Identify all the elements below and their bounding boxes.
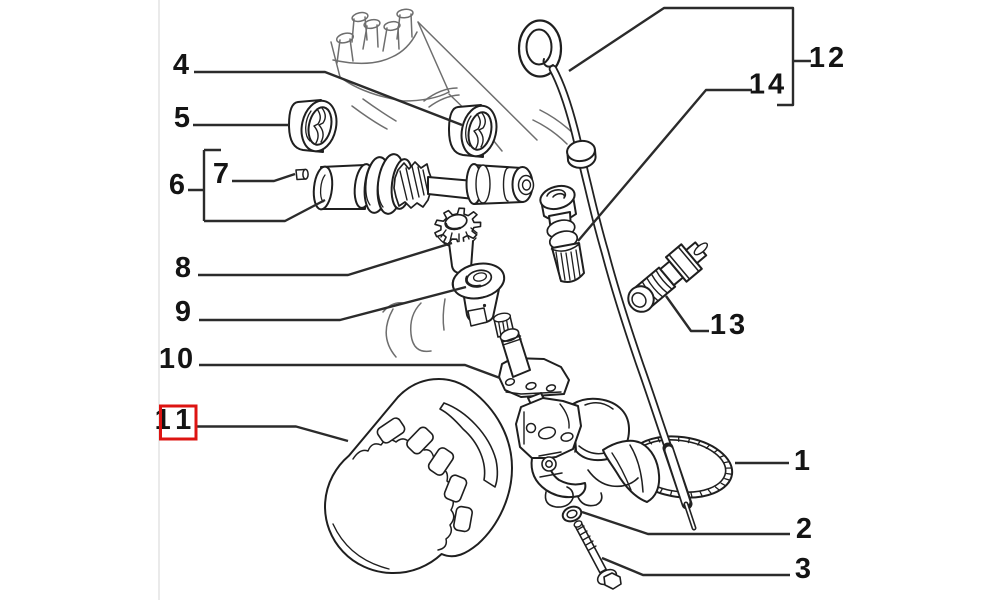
svg-text:7: 7 <box>213 158 229 190</box>
svg-text:8: 8 <box>175 252 191 284</box>
svg-text:10: 10 <box>159 343 195 375</box>
svg-text:4: 4 <box>173 49 189 81</box>
svg-text:13: 13 <box>710 309 748 341</box>
svg-text:1: 1 <box>794 445 810 477</box>
svg-text:6: 6 <box>169 169 185 201</box>
svg-text:2: 2 <box>796 513 812 545</box>
svg-text:3: 3 <box>795 553 811 585</box>
svg-text:12: 12 <box>809 42 847 74</box>
svg-text:14: 14 <box>749 69 787 101</box>
svg-text:9: 9 <box>175 296 191 328</box>
svg-text:5: 5 <box>174 102 190 134</box>
